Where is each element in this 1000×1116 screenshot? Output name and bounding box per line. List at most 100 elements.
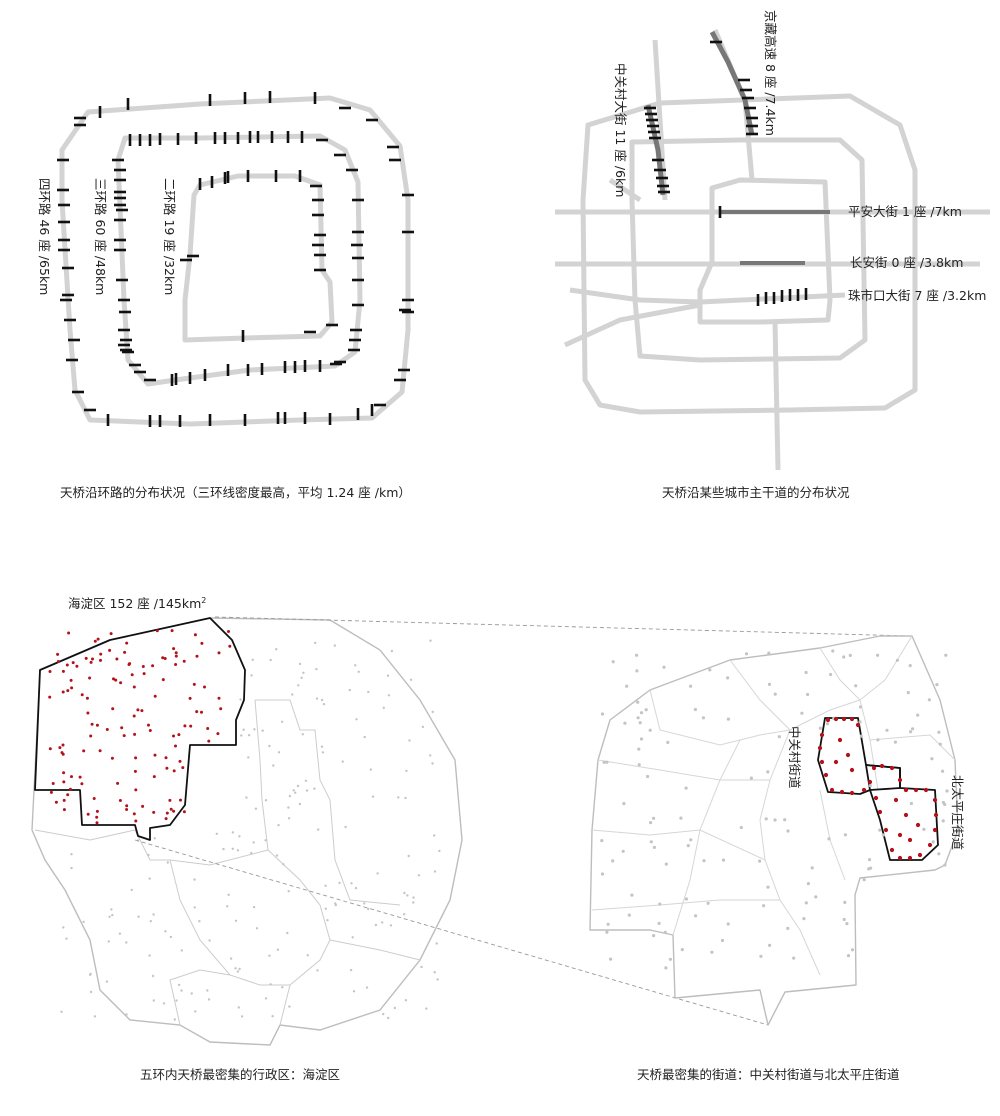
dense-street-overpass-dot [849, 767, 855, 773]
grey-overpass-dot [149, 920, 152, 923]
grey-overpass-dot [435, 942, 438, 945]
grey-overpass-dot [107, 940, 111, 943]
dense-street-overpass-dot [873, 795, 879, 801]
grey-overpass-dot [600, 712, 605, 716]
grey-overpass-dot [686, 844, 690, 848]
grey-overpass-dot [62, 926, 65, 929]
haidian-overpass-dot [114, 678, 118, 682]
dense-street-overpass-dot [883, 827, 889, 833]
haidian-overpass-dot [141, 804, 145, 808]
haidian-overpass-dot [203, 685, 206, 689]
third-ring-overpass-ticks [112, 131, 364, 386]
grey-overpass-dot [636, 716, 640, 720]
grey-overpass-dot [252, 841, 255, 844]
grey-overpass-dot [180, 989, 183, 992]
grey-overpass-dot [421, 725, 425, 729]
dense-street-overpass-dot [855, 722, 861, 728]
haidian-overpass-dot [172, 734, 175, 738]
grey-overpass-dot [726, 676, 730, 680]
grey-overpass-dot [382, 1012, 385, 1016]
fifth-ring-boundary [31, 617, 463, 1046]
grey-overpass-dot [352, 990, 356, 993]
grey-overpass-dot [105, 980, 109, 983]
grey-overpass-dot [236, 970, 240, 973]
dense-street-overpass-dot [879, 763, 885, 769]
grey-overpass-dot [305, 789, 309, 792]
grey-overpass-dot [348, 688, 351, 692]
haidian-overpass-dot [193, 633, 197, 637]
grey-overpass-dot [739, 825, 743, 830]
grey-overpass-dot [773, 818, 777, 822]
grey-overpass-dot [354, 886, 358, 890]
grey-overpass-dot [296, 784, 300, 788]
haidian-overpass-dot [153, 694, 157, 698]
grey-overpass-dot [843, 900, 847, 905]
grey-overpass-dot [297, 684, 300, 687]
grey-overpass-dot [207, 998, 211, 1001]
haidian-overpass-dot [216, 732, 220, 736]
grey-overpass-dot [845, 922, 849, 926]
grey-overpass-dot [646, 774, 650, 779]
grey-overpass-dot [858, 720, 862, 724]
grey-overpass-dot [268, 744, 271, 748]
haidian-overpass-dot [61, 669, 65, 673]
grey-overpass-dot [108, 915, 111, 918]
grey-overpass-dot [605, 930, 609, 934]
haidian-overpass-dot [56, 652, 60, 656]
grey-overpass-dot [680, 948, 684, 952]
dense-street-overpass-dot [907, 855, 913, 861]
haidian-overpass-dot [56, 660, 60, 663]
grey-overpass-dot [247, 756, 250, 759]
haidian-overpass-dot [82, 749, 86, 753]
grey-overpass-dot [229, 957, 233, 960]
haidian-overpass-dot [172, 809, 176, 813]
zoom-connector-bottom [134, 839, 769, 1026]
haidian-overpass-dot [161, 678, 165, 682]
grey-overpass-dot [275, 648, 278, 651]
street-grey-overpass-dots [600, 649, 949, 970]
haidian-overpass-dot [62, 780, 66, 784]
haidian-overpass-dot [86, 812, 90, 816]
grey-overpass-dot [806, 882, 811, 886]
haidian-overpass-dot [116, 781, 120, 785]
haidian-overpass-dot [164, 756, 168, 760]
haidian-overpass-dot [133, 769, 137, 773]
grey-overpass-dot [431, 710, 434, 714]
dense-street-overpass-dot [819, 732, 825, 738]
haidian-overpass-dot [54, 800, 58, 804]
grey-overpass-dot [759, 954, 763, 958]
fourth-ring-overpass-ticks [57, 91, 414, 427]
haidian-overpass-dot [169, 807, 173, 811]
grey-overpass-dot [436, 978, 439, 981]
grey-overpass-dot [304, 779, 308, 782]
grey-overpass-dot [648, 728, 652, 732]
grey-overpass-dot [137, 915, 140, 918]
grey-overpass-dot [783, 818, 787, 822]
haidian-overpass-dot [155, 629, 159, 633]
grey-overpass-dot [767, 682, 772, 687]
haidian-overpass-dot [99, 658, 102, 662]
grey-overpass-dot [245, 796, 248, 799]
grey-overpass-dot [180, 949, 183, 952]
haidian-overpass-dot [122, 734, 126, 738]
grey-overpass-dot [941, 819, 945, 823]
grey-overpass-dot [363, 902, 366, 905]
grey-overpass-dot [749, 776, 754, 780]
grey-overpass-dot [941, 769, 945, 773]
grey-overpass-dot [652, 816, 656, 820]
grey-overpass-dot [668, 957, 673, 961]
haidian-overpass-dot [161, 656, 165, 660]
haidian-overpass-dot [152, 810, 156, 814]
grey-overpass-dot [298, 802, 302, 806]
grey-overpass-dot [302, 671, 305, 674]
dense-street-overpass-dot [889, 847, 895, 853]
grey-overpass-dot [264, 997, 268, 1000]
grey-overpass-dot [611, 660, 615, 664]
dense-street-overpass-dot [833, 759, 839, 765]
grey-overpass-dot [222, 847, 225, 851]
grey-overpass-dot [110, 908, 113, 911]
grey-overpass-dot [664, 966, 668, 970]
grey-overpass-dot [275, 854, 279, 857]
haidian-overpass-dot [95, 723, 99, 727]
haidian-overpass-dot [151, 664, 155, 668]
